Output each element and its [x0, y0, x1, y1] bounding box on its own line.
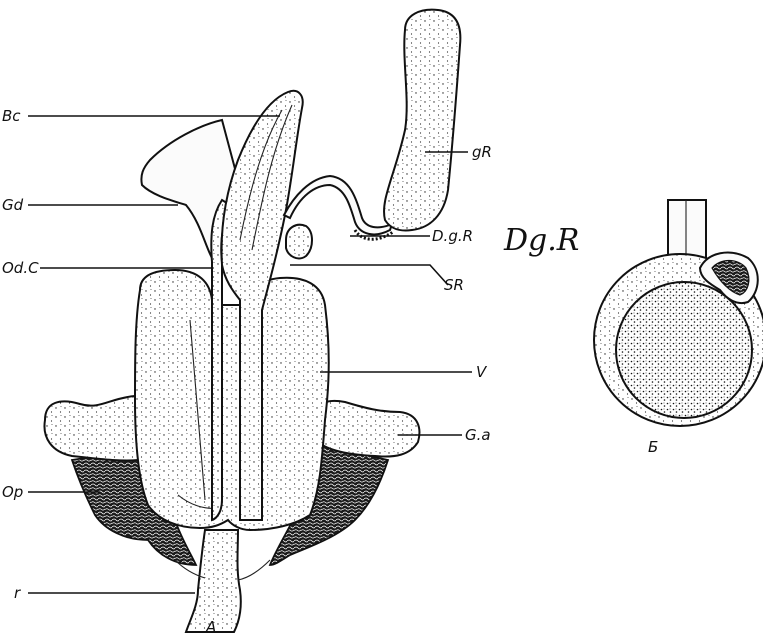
r-duct	[186, 530, 241, 632]
label-panel-a: A	[205, 618, 216, 636]
gr-reservoir	[384, 10, 460, 231]
v-body	[135, 270, 329, 530]
label-r: r	[14, 584, 21, 602]
panel-a-drawing	[44, 10, 460, 632]
panel-b-drawing	[594, 200, 763, 426]
label-op: Op	[2, 483, 23, 501]
label-panel-b: Б	[648, 438, 658, 456]
ga-lobe-right	[315, 401, 420, 457]
label-gd: Gd	[2, 196, 24, 214]
label-dgr-handwritten: Dg.R	[503, 223, 579, 258]
label-odc: Od.C	[2, 259, 39, 277]
label-ga: G.a	[465, 426, 491, 444]
sr-receptacle	[286, 225, 312, 259]
label-dgr: D.g.R	[432, 227, 473, 245]
label-v: V	[476, 363, 488, 381]
panel-b-inner-sphere	[616, 282, 752, 418]
label-sr: SR	[444, 276, 464, 294]
label-gr: gR	[472, 143, 492, 161]
label-bc: Bc	[2, 107, 21, 125]
